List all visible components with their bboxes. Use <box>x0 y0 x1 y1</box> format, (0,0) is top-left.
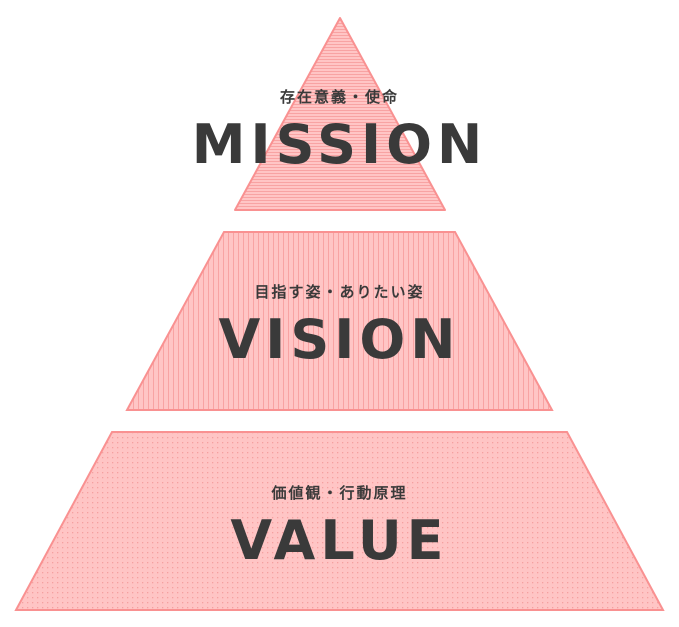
value-title: VALUE <box>230 509 449 572</box>
vision-tier-shape <box>125 231 554 411</box>
vision-title: VISION <box>218 308 461 371</box>
value-subtitle: 価値観・行動原理 <box>271 484 408 502</box>
mission-subtitle: 存在意義・使命 <box>279 88 399 106</box>
mission-tier-shape <box>234 17 446 211</box>
value-tier-shape <box>14 431 665 611</box>
vision-subtitle: 目指す姿・ありたい姿 <box>254 283 425 301</box>
mission-title: MISSION <box>191 113 488 176</box>
